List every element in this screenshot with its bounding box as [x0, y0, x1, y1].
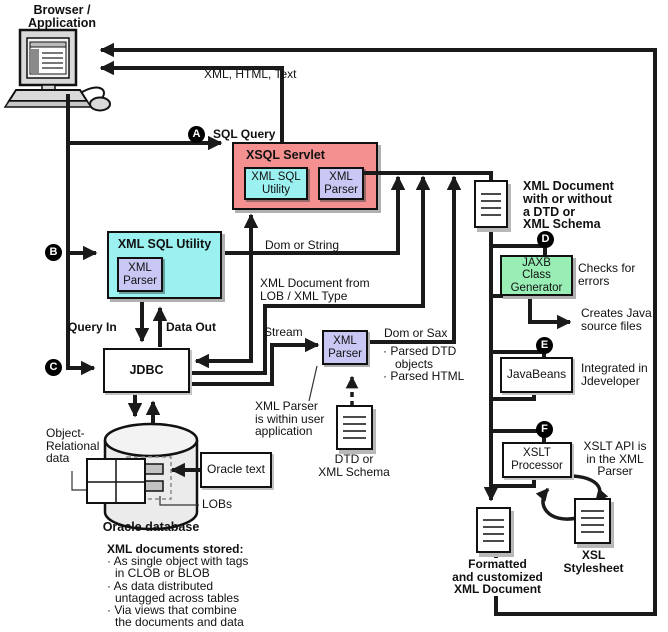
xsql-servlet-label: XSQL Servlet	[246, 148, 325, 162]
browser-computer-icon	[3, 28, 111, 112]
servlet-parser-label-1: XML	[329, 170, 353, 183]
edge-stream	[190, 337, 320, 386]
utility-parser-label-1: XML	[128, 261, 152, 274]
leader-lobs	[159, 496, 199, 506]
edge-servlet-to-browser	[99, 60, 284, 142]
xsl-stylesheet-label: XSL Stylesheet	[563, 548, 624, 575]
stream-label: Stream	[264, 325, 303, 339]
jaxb-label-2: Class	[522, 269, 551, 282]
browser-application-label: Browser / Application	[27, 3, 97, 31]
edge-stylesheet-to-xslt	[535, 487, 578, 521]
edge-dom-or-sax	[368, 175, 462, 344]
xml-html-text-label: XML, HTML, Text	[204, 67, 297, 81]
servlet-parser-label-2: Parser	[324, 183, 358, 196]
servlet-utility-label-1: XML SQL	[251, 170, 301, 183]
oracle-text-box: Oracle text	[200, 452, 272, 488]
standalone-parser-label-1: XML	[333, 334, 357, 347]
badge-b: B	[45, 244, 62, 261]
dtd-or-xml-schema-label: DTD or XML Schema	[318, 452, 390, 479]
javabeans-box: JavaBeans	[500, 357, 573, 393]
utility-xml-parser-box: XML Parser	[117, 257, 163, 292]
xml-documents-stored-block: XML documents stored: · As single object…	[107, 542, 249, 630]
parsed-outputs-label: · Parsed DTD objects · Parsed HTML	[383, 344, 465, 384]
window-titlebar	[29, 41, 67, 48]
mouse-icon	[89, 96, 111, 112]
xslt-processor-box: XSLT Processor	[502, 442, 572, 478]
servlet-xml-sql-utility-box: XML SQL Utility	[244, 167, 308, 200]
xml-sql-utility-label: XML SQL Utility	[117, 237, 212, 251]
standalone-parser-label-2: Parser	[328, 347, 362, 360]
standalone-xml-parser-box: XML Parser	[322, 330, 368, 365]
oracle-database-label: Oracle database	[102, 520, 200, 534]
utility-parser-label-2: Parser	[123, 274, 157, 287]
object-relational-table-icon	[86, 458, 146, 504]
leader-parser-note	[308, 365, 318, 402]
object-relational-label: Object- Relational data	[46, 426, 100, 466]
leader-object-relational	[71, 471, 86, 491]
xslt-label-1: XSLT	[523, 447, 551, 460]
javabeans-label: JavaBeans	[506, 367, 567, 382]
dtd-schema-document-icon	[336, 405, 373, 450]
window-text-lines	[42, 52, 63, 69]
xslt-api-note-label: XSLT API is in the XML Parser	[583, 439, 647, 479]
integrated-jdeveloper-label: Integrated in Jdeveloper	[581, 361, 648, 388]
table-cross-icon	[88, 460, 144, 502]
xml-document-icon	[474, 180, 508, 228]
xml-doc-from-lob-label: XML Document from LOB / XML Type	[260, 276, 370, 303]
edge-creates-java	[528, 293, 572, 330]
badge-a: A	[188, 126, 205, 143]
dom-or-sax-label: Dom or Sax	[384, 326, 448, 340]
sql-query-label: SQL Query	[213, 127, 276, 141]
creates-java-label: Creates Java source files	[581, 306, 652, 333]
xml-document-label: XML Document with or without a DTD or XM…	[523, 179, 614, 232]
servlet-utility-label-2: Utility	[261, 183, 291, 196]
xsl-stylesheet-icon	[574, 498, 611, 544]
jaxb-label-1: JAXB	[522, 256, 551, 269]
badge-f: F	[536, 421, 553, 438]
jdbc-label: JDBC	[129, 362, 164, 377]
query-in-label: Query In	[68, 320, 117, 334]
bracket-xslt-bottom	[493, 477, 536, 488]
servlet-xml-parser-box: XML Parser	[318, 167, 364, 200]
formatted-document-label: Formatted and customized XML Document	[450, 558, 545, 596]
data-out-label: Data Out	[166, 320, 217, 334]
edge-jdbc-servlet	[194, 213, 259, 369]
window-sidebar	[31, 49, 39, 73]
badge-e: E	[536, 337, 553, 354]
lobs-label: LOBs	[202, 497, 233, 511]
checks-for-errors-label: Checks for errors	[578, 261, 636, 288]
dom-or-string-label: Dom or String	[265, 238, 340, 252]
formatted-document-icon	[476, 507, 511, 553]
jaxb-class-generator-box: JAXB Class Generator	[500, 255, 573, 296]
edge-dom-or-string	[222, 175, 406, 255]
badge-d: D	[537, 231, 554, 248]
oracle-text-label: Oracle text	[206, 462, 266, 477]
jdbc-box: JDBC	[103, 348, 190, 393]
edge-xml-doc-from-lob	[190, 175, 431, 375]
storage-heading: XML documents stored:	[107, 542, 244, 556]
parser-note-label: XML Parser is within user application	[255, 399, 325, 439]
xslt-label-2: Processor	[511, 460, 563, 472]
jaxb-label-3: Generator	[510, 281, 563, 294]
bracket-javabeans-bottom	[493, 392, 536, 401]
computer-base	[7, 89, 89, 102]
badge-c: C	[45, 359, 62, 376]
keyboard	[3, 100, 93, 108]
